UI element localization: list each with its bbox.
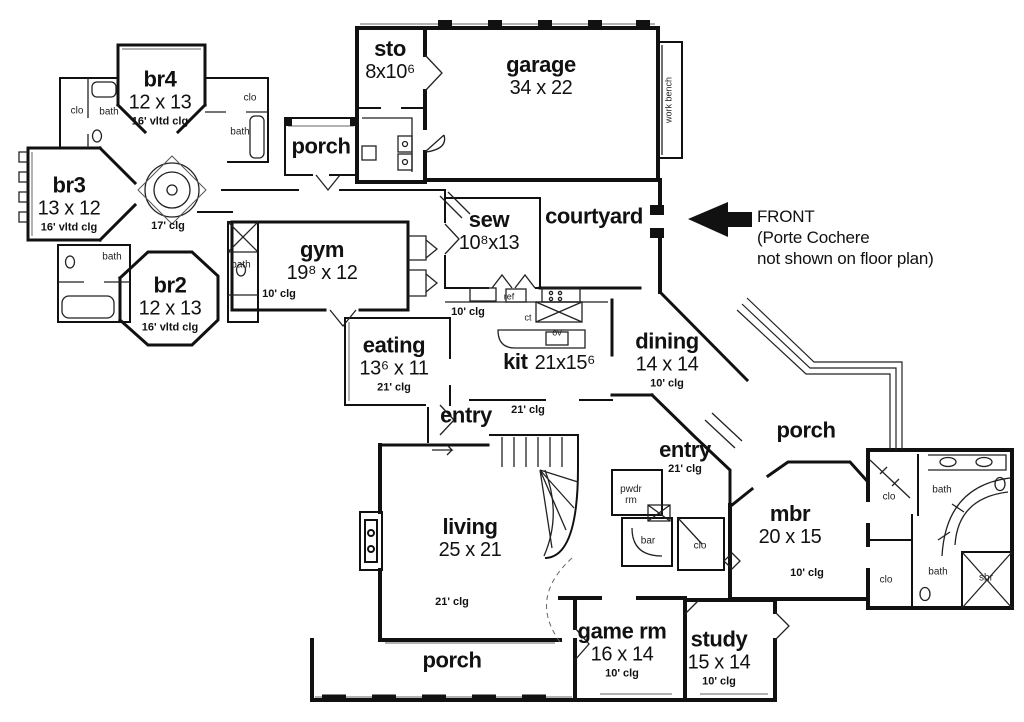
room-label-gym: gym 19⁸ x 12: [287, 237, 358, 285]
room-ceiling: 10' clg: [702, 675, 736, 688]
room-label-br2: br2 12 x 13 16' vltd clg: [139, 273, 202, 336]
room-name: living: [442, 514, 498, 539]
room-label-kit: kit 21x15⁶: [503, 349, 595, 375]
front-arrow-icon: [688, 202, 752, 237]
room-dims: 16 x 14: [590, 643, 654, 666]
room-label-porch-bottom: porch: [422, 647, 482, 673]
ceiling-note-gallery: 21' clg: [511, 404, 545, 416]
room-label-eating: eating 13⁶ x 11 21' clg: [359, 332, 429, 396]
front-annotation-line3: not shown on floor plan): [757, 249, 934, 268]
room-name: porch: [422, 647, 482, 673]
bath-label: bath: [99, 106, 119, 118]
room-dims: 15 x 14: [687, 651, 751, 674]
room-ceiling: 16' vltd clg: [141, 321, 199, 334]
powder-room-label: pwdr rm: [620, 484, 642, 506]
room-label-entry-front: entry 21' clg: [659, 437, 711, 477]
room-label-courtyard: courtyard: [545, 204, 643, 229]
room-dims: 19⁸ x 12: [286, 262, 358, 284]
room-ceiling: 16' vltd clg: [40, 221, 98, 234]
room-name: gym: [299, 237, 345, 262]
room-name: courtyard: [545, 203, 643, 229]
room-ceiling: 10' clg: [605, 667, 639, 680]
front-annotation: FRONT (Porte Cochere not shown on floor …: [757, 206, 934, 269]
ceiling-note-kit: 10' clg: [451, 306, 485, 318]
room-name: porch: [291, 133, 351, 159]
room-name: eating: [362, 332, 426, 358]
room-dims: 20 x 15: [758, 526, 822, 548]
ceiling-note-mbr: 10' clg: [790, 567, 824, 579]
room-label-br4: br4 12 x 13 16' vltd clg: [129, 67, 192, 130]
room-name: br2: [153, 272, 187, 298]
room-name: game rm: [577, 618, 667, 644]
closet-label: clo: [693, 540, 707, 552]
room-label-porch-right: porch: [776, 417, 836, 443]
room-dims: 21x15⁶: [534, 352, 596, 374]
room-ceiling: 16' vltd clg: [131, 115, 189, 128]
front-annotation-line2: (Porte Cochere: [757, 228, 870, 247]
bath-label: bath: [102, 251, 122, 263]
room-dims: 8x10⁶: [365, 61, 415, 83]
oven-label: ov: [552, 327, 562, 338]
refrigerator-label: ref: [503, 291, 515, 302]
room-label-porch-top: porch: [291, 133, 351, 159]
closet-label: clo: [882, 491, 896, 503]
ceiling-note-hall: 17' clg: [151, 220, 185, 232]
room-name: dining: [635, 328, 699, 354]
room-dims: 12 x 13: [128, 91, 192, 114]
shower-label: shr: [979, 572, 993, 584]
room-label-dining: dining 14 x 14 10' clg: [635, 329, 699, 392]
room-name: garage: [506, 52, 576, 77]
room-name: porch: [776, 417, 836, 443]
room-label-sto: sto 8x10⁶: [365, 36, 415, 84]
room-name: entry: [440, 402, 492, 428]
ceiling-note-living: 21' clg: [435, 596, 469, 608]
room-label-living: living 25 x 21: [439, 514, 502, 562]
bar-label: bar: [640, 535, 656, 547]
room-name: br4: [143, 66, 177, 92]
room-ceiling: 21' clg: [377, 381, 411, 394]
room-label-br3: br3 13 x 12 16' vltd clg: [38, 173, 101, 236]
room-label-garage: garage 34 x 22: [506, 52, 576, 100]
room-name: kit: [503, 349, 528, 374]
room-ceiling: 10' clg: [650, 377, 684, 390]
room-name: study: [690, 626, 748, 652]
room-label-mbr: mbr 20 x 15: [759, 501, 822, 549]
closet-label: clo: [243, 92, 257, 104]
room-dims: 25 x 21: [438, 539, 502, 561]
room-dims: 10⁸x13: [458, 232, 520, 254]
room-dims: 14 x 14: [635, 353, 699, 376]
ceiling-note-gym: 10' clg: [262, 288, 296, 300]
closet-label: clo: [879, 574, 893, 586]
room-name: mbr: [769, 501, 811, 526]
room-dims: 13⁶ x 11: [359, 357, 429, 380]
bath-label: bath: [231, 259, 251, 271]
bath-label: bath: [932, 484, 952, 496]
room-ceiling: 21' clg: [668, 463, 702, 475]
room-dims: 12 x 13: [138, 297, 202, 320]
cooktop-label: ct: [524, 312, 532, 323]
room-name: sto: [374, 36, 406, 61]
room-label-study: study 15 x 14 10' clg: [688, 627, 751, 690]
bath-label: bath: [230, 126, 250, 138]
room-dims: 34 x 22: [509, 77, 573, 99]
room-name: br3: [52, 172, 86, 198]
room-name: entry: [659, 437, 711, 462]
closet-label: clo: [70, 105, 84, 117]
bath-label: bath: [928, 566, 948, 578]
room-label-sew: sew 10⁸x13: [459, 207, 520, 255]
room-name: sew: [468, 207, 510, 232]
work-bench-label: work bench: [663, 76, 674, 124]
room-label-game-rm: game rm 16 x 14 10' clg: [578, 619, 667, 682]
room-label-entry-side: entry: [440, 403, 492, 428]
front-annotation-line1: FRONT: [757, 207, 815, 226]
room-dims: 13 x 12: [37, 197, 101, 220]
